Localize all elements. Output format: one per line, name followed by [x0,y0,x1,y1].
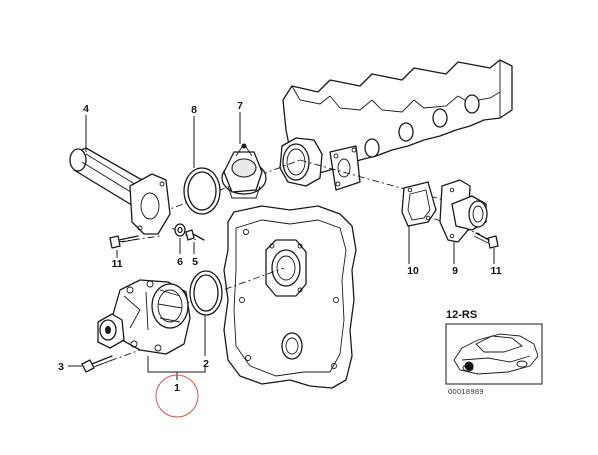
callout-10: 10 [407,265,419,277]
reference-number: 00018989 [448,387,484,396]
callout-labels: 4 8 7 11 6 5 10 9 11 2 3 1 [58,100,502,394]
engine-location-dot-icon [464,361,474,371]
part-11-bolt-left [109,235,139,249]
callout-9: 9 [452,265,458,277]
kit-inset: 12-RS 00018989 [445,309,543,396]
part-3-bolt [81,355,113,373]
callout-8: 8 [191,104,197,116]
callout-leaders [68,112,495,380]
part-10-gasket [401,181,437,227]
timing-cover [223,205,357,389]
callout-11-right: 11 [490,265,501,277]
callout-3: 3 [58,361,64,373]
callout-6: 6 [177,256,183,268]
callout-5: 5 [192,256,198,268]
head-flange-plate [329,145,361,191]
kit-frame [445,323,543,385]
callout-4: 4 [83,103,89,115]
callout-11-left: 11 [111,258,122,270]
part-2-o-ring [189,270,223,316]
callout-2: 2 [203,358,209,370]
thermostat-seat-on-head [279,137,323,187]
part-7-thermostat [221,143,267,199]
part-9-outlet-elbow [439,179,488,243]
part-4-coolant-pipe [69,147,171,235]
part-1-water-pump [97,279,191,355]
callout-1: 1 [174,382,180,394]
part-6-washer [174,223,186,237]
part-5-bolt [185,229,205,241]
highlight-circle [155,374,199,418]
kit-label: 12-RS [446,309,477,321]
part-11-bolt-right [473,232,499,249]
part-8-o-ring [183,167,221,215]
callout-7: 7 [237,100,243,112]
cylinder-head [282,59,513,175]
